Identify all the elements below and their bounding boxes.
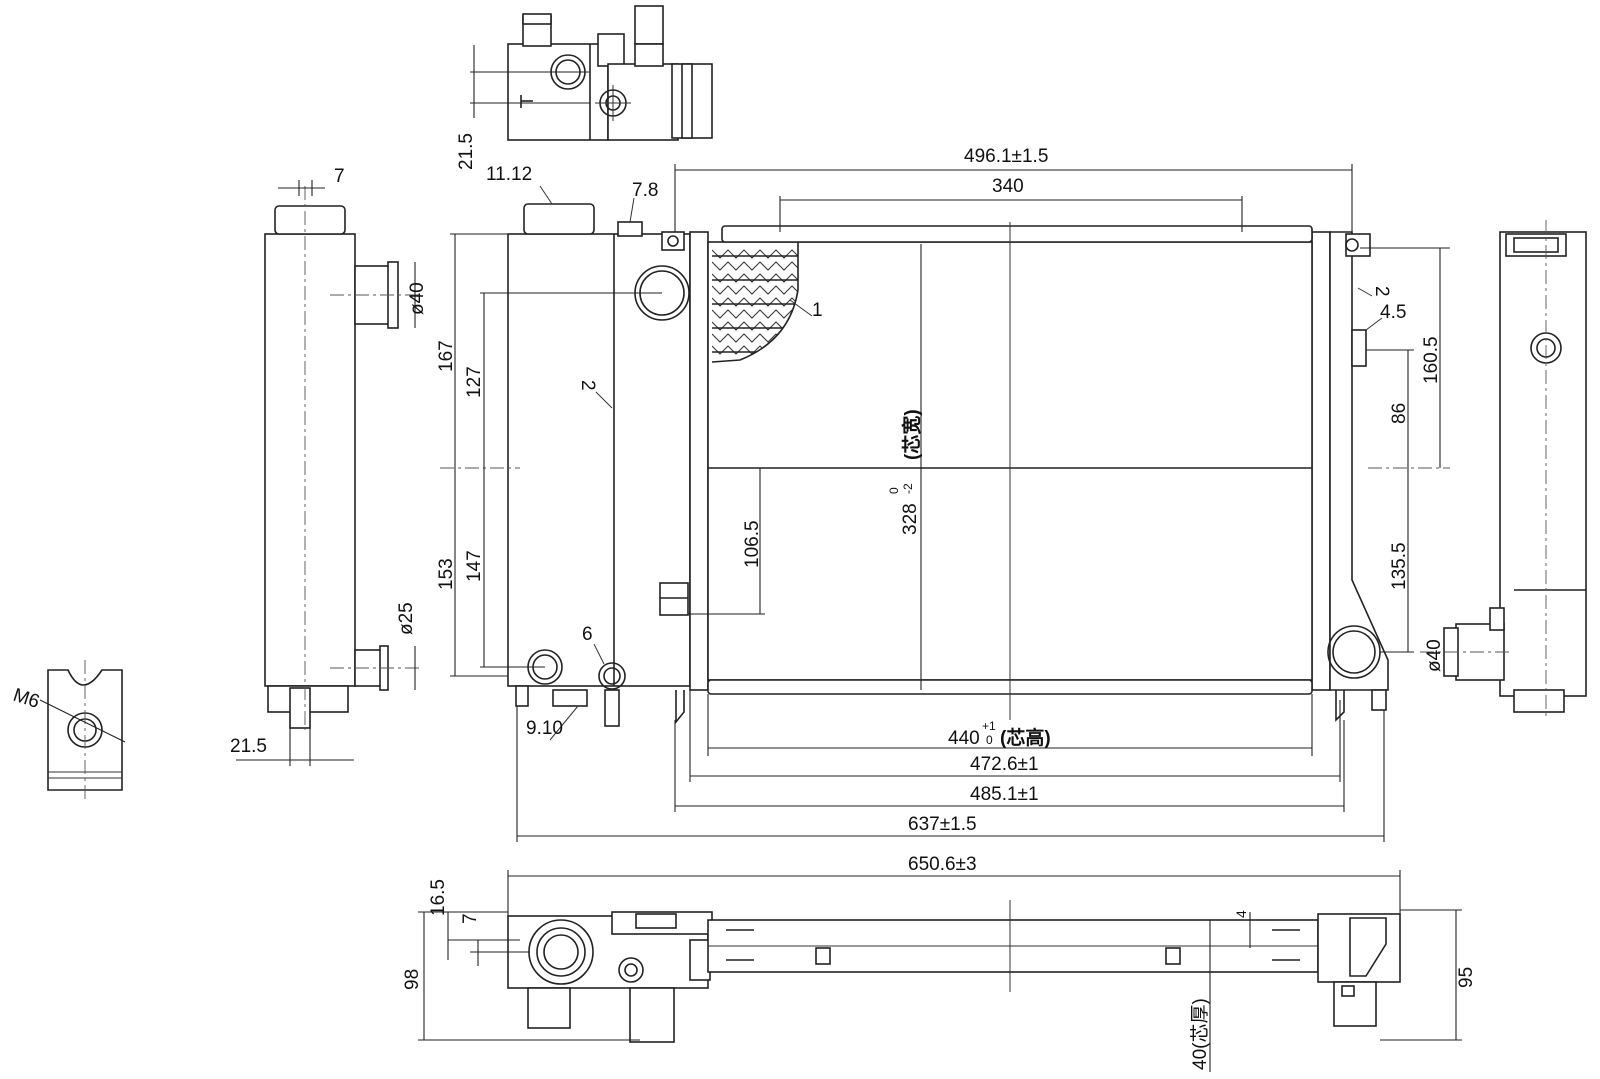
dim-width-472: 472.6±1 [970, 754, 1039, 775]
dim-inlet-offset: 21.5 [456, 133, 477, 170]
dim-cap: 11.12 [486, 164, 532, 185]
drain-callout: 6 [582, 624, 593, 645]
bottom-view: 650.6±3 98 16.5 7 [402, 854, 1477, 1072]
dim-thread: M6 [10, 685, 42, 713]
tank-callout-left: 2 [577, 380, 598, 391]
dim-lower-outlet: 106.5 [742, 520, 763, 568]
top-detail-view: 21.5 [456, 5, 713, 170]
dim-right-tab: 4.5 [1380, 302, 1406, 323]
dim-height-upper-tank: 167 [436, 340, 457, 372]
dim-core-height: 328 [900, 503, 921, 535]
dim-width-637: 637±1.5 [908, 814, 977, 835]
dim-right-mid: 86 [1389, 403, 1410, 424]
dim-top-overall: 496.1±1.5 [964, 146, 1048, 167]
dim-core-width: 440 [948, 728, 980, 749]
dim-core-height-note: (芯宽) [900, 409, 923, 460]
dim-height-lower-inner: 147 [464, 550, 485, 582]
dim-bottom-height-right: 95 [1456, 967, 1477, 988]
dim-bottom-small: 4 [1233, 910, 1249, 918]
dim-core-width-tol-upper: +1 [982, 719, 996, 733]
dim-right-outlet-dia: ø40 [1424, 639, 1445, 672]
dim-left-bottom-offset: 21.5 [230, 736, 267, 757]
dim-top-span: 340 [992, 176, 1024, 197]
dim-bottom-offset-b: 7 [460, 913, 481, 924]
dim-bottom-drain: 9.10 [526, 718, 563, 739]
dim-left-pipe-dia-top: ø40 [407, 282, 428, 315]
main-front-view: 1 2 2 496.1±1.5 340 11.12 7.8 167 [436, 146, 1450, 842]
dim-width-650: 650.6±3 [908, 854, 977, 875]
dim-bottom-height-left: 98 [402, 969, 423, 990]
tank-callout-right: 2 [1371, 286, 1392, 297]
dim-left-pipe-gap: 7 [334, 166, 345, 187]
fin-callout: 1 [812, 300, 823, 321]
dim-right-upper: 160.5 [1421, 336, 1442, 384]
left-side-view: 7 ø40 ø25 21.5 [230, 166, 428, 766]
dim-core-height-tol-lower: -2 [901, 483, 915, 494]
dim-core-width-tol-lower: 0 [986, 733, 993, 747]
right-side-view: ø40 [1420, 220, 1587, 720]
dim-right-lower: 135.5 [1389, 542, 1410, 590]
dim-core-width-note: (芯高) [1000, 726, 1051, 749]
dim-core-height-tol-upper: 0 [887, 487, 901, 494]
dim-width-485: 485.1±1 [970, 784, 1039, 805]
dim-left-pipe-dia-bottom: ø25 [396, 602, 417, 635]
fin-pattern: 1 [711, 242, 823, 363]
dim-bottom-core-depth: 40(芯厚) [1189, 998, 1211, 1070]
dim-tab: 7.8 [632, 180, 658, 201]
dim-bottom-offset-a: 16.5 [428, 879, 449, 916]
m6-bracket-detail: M6 [10, 660, 126, 800]
dim-height-upper-inner: 127 [464, 366, 485, 398]
dim-height-lower-tank: 153 [436, 558, 457, 590]
